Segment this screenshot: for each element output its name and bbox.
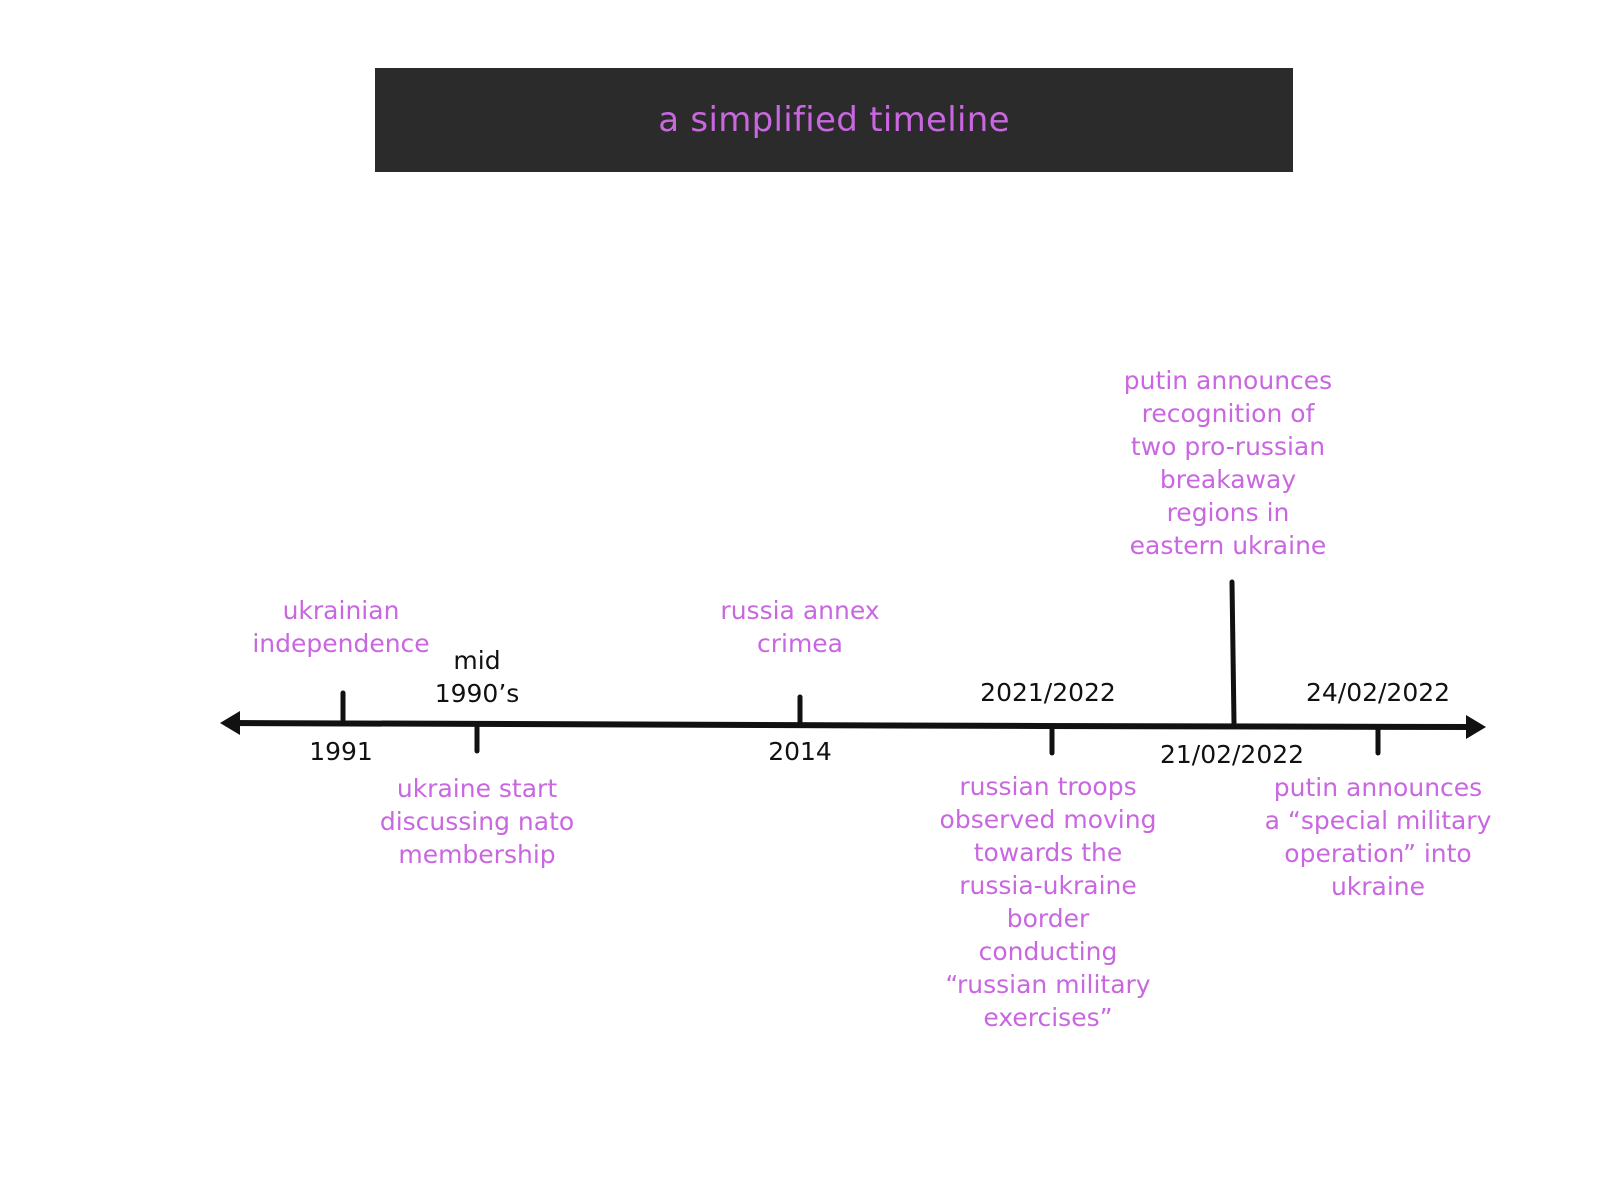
- date-24-02-2022: 24/02/2022: [1306, 676, 1450, 709]
- page-title: a simplified timeline: [658, 100, 1010, 140]
- event-text-line: breakaway: [1159, 465, 1297, 494]
- event-text-line: conducting: [978, 937, 1118, 966]
- event-text-line: a “special military: [1264, 806, 1492, 835]
- event-21-02-2022-label: putin announces recognition of two pro-r…: [1124, 364, 1332, 562]
- event-text-line: independence: [252, 629, 430, 658]
- event-text-line: observed moving: [939, 805, 1157, 834]
- event-1991-label: ukrainian independence: [252, 594, 429, 660]
- event-24-02-2022-label: putin announces a “special military oper…: [1265, 771, 1492, 903]
- event-text-line: membership: [398, 840, 556, 869]
- event-text-line: ukraine: [1330, 872, 1426, 901]
- event-text-line: eastern ukraine: [1129, 531, 1327, 560]
- event-text-line: russian troops: [959, 772, 1137, 801]
- event-text-line: russia annex: [720, 596, 880, 625]
- date-text-line: mid: [453, 646, 501, 675]
- date-2014: 2014: [768, 735, 832, 768]
- event-text-line: “russian military: [945, 970, 1151, 999]
- event-text-line: border: [1006, 904, 1090, 933]
- event-mid-1990s-label: ukraine start discussing nato membership: [380, 772, 574, 871]
- event-text-line: russia-ukraine: [959, 871, 1137, 900]
- date-text: 2021/2022: [980, 678, 1116, 707]
- event-text-line: putin announces: [1273, 773, 1483, 802]
- timeline-arrow-left: [220, 711, 240, 735]
- event-text-line: discussing nato: [379, 807, 575, 836]
- event-text-line: ukraine start: [396, 774, 558, 803]
- title-banner: a simplified timeline: [375, 68, 1293, 172]
- date-text-line: 1990’s: [434, 679, 520, 708]
- event-text-line: operation” into: [1284, 839, 1472, 868]
- date-text: 21/02/2022: [1159, 740, 1305, 769]
- event-2014-label: russia annex crimea: [720, 594, 879, 660]
- event-text-line: exercises”: [983, 1003, 1113, 1032]
- event-text-line: crimea: [756, 629, 844, 658]
- date-21-02-2022: 21/02/2022: [1160, 738, 1304, 771]
- date-2021-2022: 2021/2022: [980, 676, 1116, 709]
- tick-21-02-2022: [1229, 579, 1237, 726]
- event-2021-2022-label: russian troops observed moving towards t…: [940, 770, 1157, 1034]
- timeline-axis: [227, 720, 1477, 730]
- date-text: 1991: [309, 737, 373, 766]
- date-text: 24/02/2022: [1305, 678, 1451, 707]
- date-1991: 1991: [309, 735, 373, 768]
- date-text: 2014: [768, 737, 832, 766]
- event-text-line: ukrainian: [282, 596, 400, 625]
- event-text-line: regions in: [1166, 498, 1290, 527]
- event-text-line: recognition of: [1141, 399, 1315, 428]
- timeline-arrow-right: [1466, 715, 1486, 739]
- event-text-line: putin announces: [1123, 366, 1333, 395]
- event-text-line: towards the: [973, 838, 1123, 867]
- event-text-line: two pro-russian: [1130, 432, 1326, 461]
- date-mid-1990s: mid 1990’s: [435, 644, 520, 710]
